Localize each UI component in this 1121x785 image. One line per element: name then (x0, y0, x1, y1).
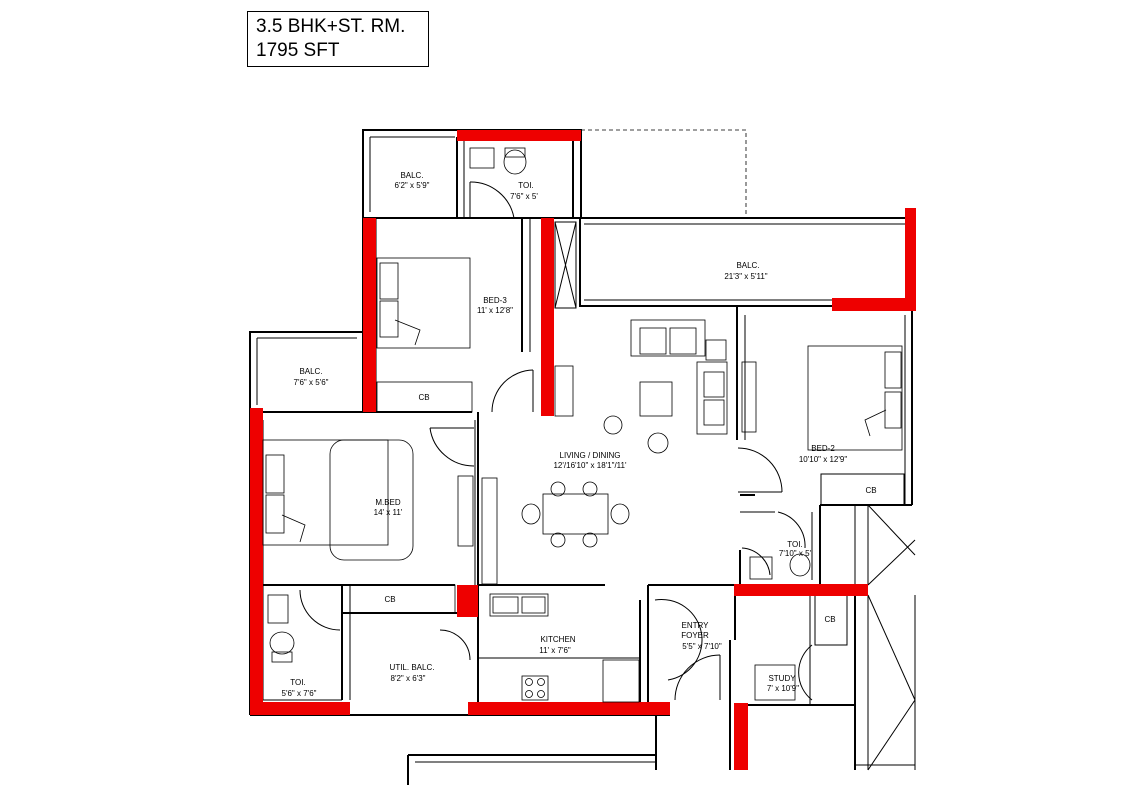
bed3-name: BED-3 (483, 296, 507, 305)
mbed-name: M.BED (375, 498, 401, 507)
living-dims: 12'/16'10" x 18'1"/11' (553, 461, 627, 470)
toi-top-name: TOI. (518, 181, 533, 190)
balc-top-dims: 6'2" x 5'9" (395, 181, 430, 190)
furniture (262, 147, 903, 703)
structural-walls (250, 130, 916, 770)
entry-dims: 5'5" x 7'10" (682, 642, 722, 651)
cb-study: CB (824, 615, 835, 624)
toi-right-name: TOI. (787, 540, 802, 549)
balc-large-name: BALC. (736, 261, 759, 270)
mbed-dims: 14' x 11' (374, 508, 403, 517)
toi-right-dims: 7'10" x 5' (779, 549, 812, 558)
study-dims: 7' x 10'9" (767, 684, 799, 693)
util-name: UTIL. BALC. (390, 663, 435, 672)
bed2-dims: 10'10" x 12'9" (799, 455, 847, 464)
study-name: STUDY (768, 674, 796, 683)
balc-left-name: BALC. (299, 367, 322, 376)
util-dims: 8'2" x 6'3" (391, 674, 426, 683)
cb-mbed: CB (384, 595, 395, 604)
balc-left-dims: 7'6" x 5'6" (294, 378, 329, 387)
kitchen-name: KITCHEN (540, 635, 575, 644)
entry-name2: FOYER (681, 631, 709, 640)
bed3-dims: 11' x 12'8" (477, 306, 513, 315)
balc-top-name: BALC. (400, 171, 423, 180)
doors (299, 181, 813, 701)
toi-left-dims: 5'6" x 7'6" (282, 689, 317, 698)
toi-top-dims: 7'6" x 5' (510, 192, 538, 201)
cb-bed2: CB (865, 486, 876, 495)
cb-bed3: CB (418, 393, 429, 402)
kitchen-dims: 11' x 7'6" (539, 646, 571, 655)
balc-large-dims: 21'3" x 5'11" (724, 272, 767, 281)
bed2-name: BED-2 (811, 444, 835, 453)
toi-left-name: TOI. (290, 678, 305, 687)
room-labels: BALC. 6'2" x 5'9" TOI. 7'6" x 5' BALC. 2… (282, 171, 877, 698)
entry-name: ENTRY (682, 621, 710, 630)
config-label: 3.5 BHK+ST. RM. (256, 16, 406, 37)
area-label: 1795 SFT (256, 40, 340, 61)
plan-title-box: 3.5 BHK+ST. RM. 1795 SFT (247, 11, 429, 67)
living-name: LIVING / DINING (560, 451, 621, 460)
